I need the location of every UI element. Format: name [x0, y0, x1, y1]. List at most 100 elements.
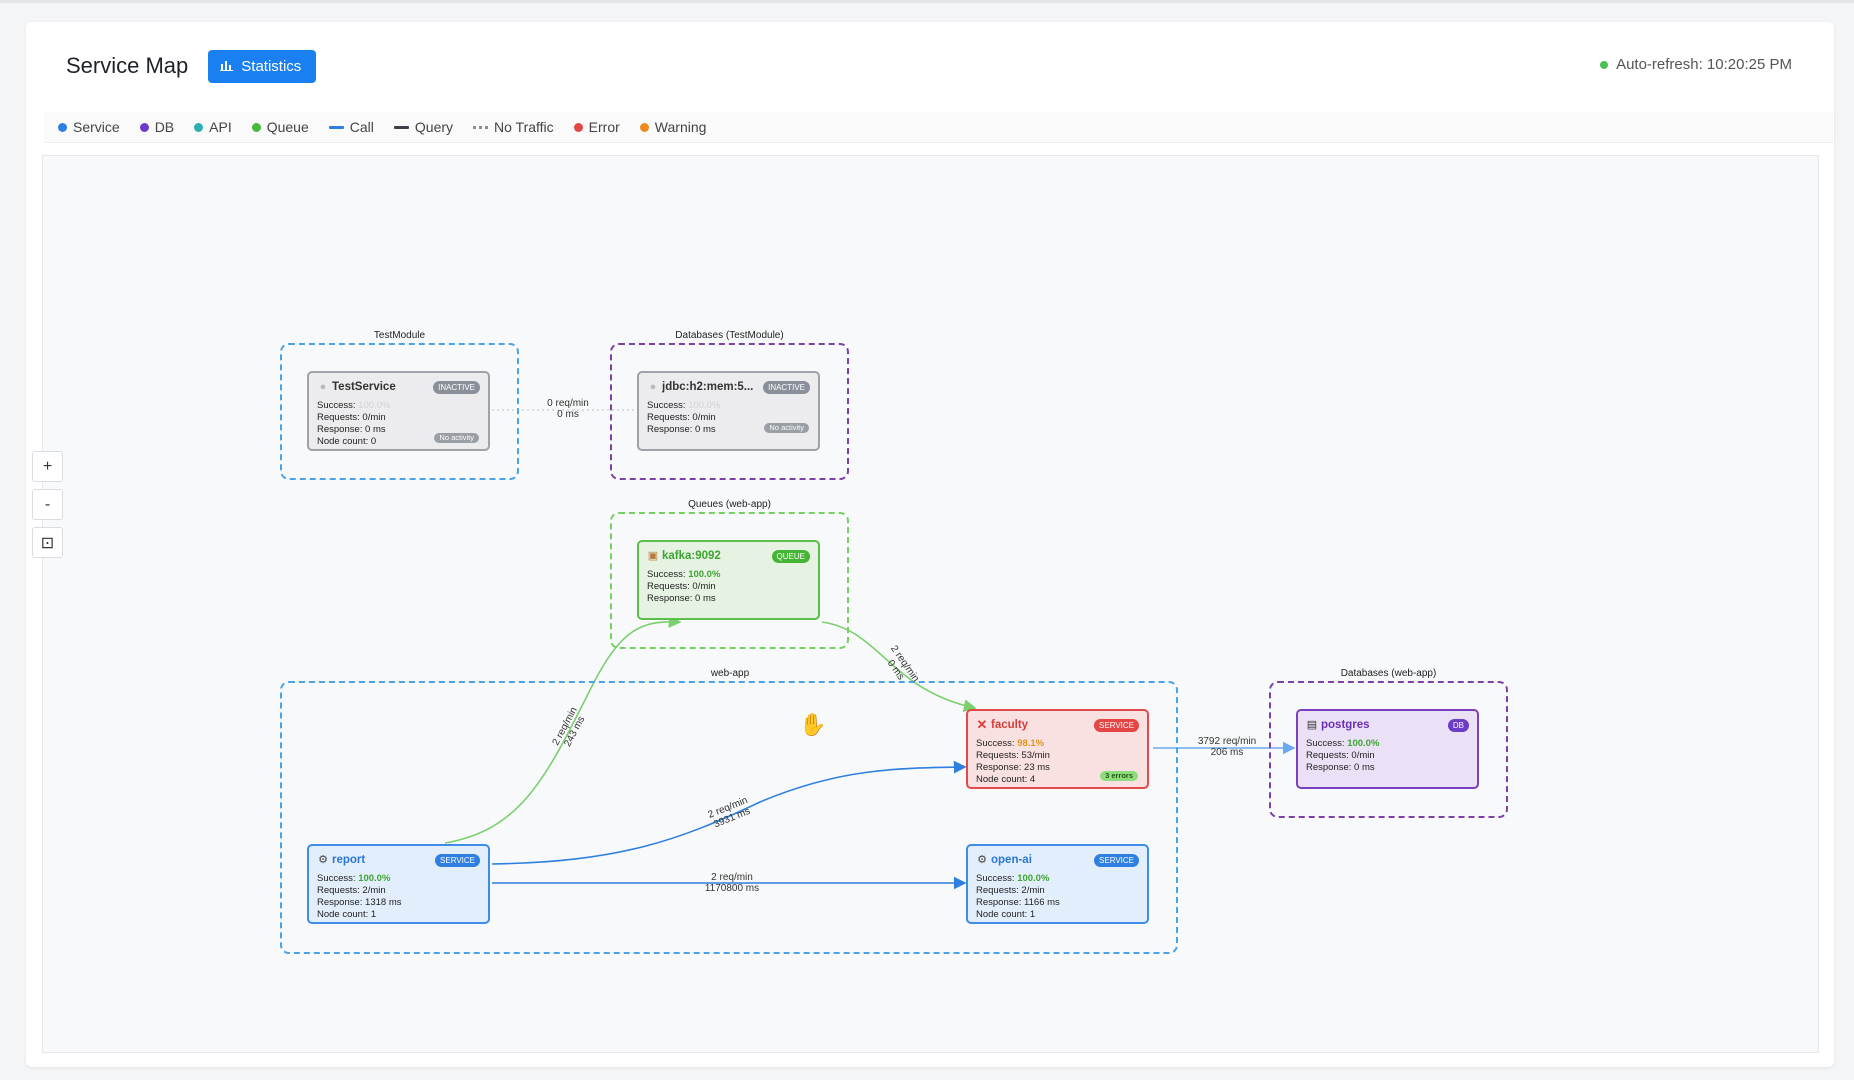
legend-item-query: Query — [393, 119, 454, 135]
requests-metric: Requests: 2/min — [317, 885, 386, 896]
gear-icon: ⚙ — [318, 854, 328, 866]
error-dot-icon — [573, 122, 583, 132]
requests-metric: Requests: 53/min — [976, 750, 1050, 761]
node-count-metric: Node count: 1 — [976, 909, 1036, 920]
node-testservice[interactable]: ● TestService INACTIVE Success: 100.0% R… — [307, 371, 490, 451]
legend-label: Call — [349, 119, 374, 135]
success-metric: Success: 100.0% — [1306, 738, 1469, 750]
legend-label: API — [209, 119, 232, 135]
requests-metric: Requests: 2/min — [976, 885, 1045, 896]
success-value: 100.0% — [1347, 738, 1380, 749]
metric-label: Success: — [317, 873, 356, 884]
node-faculty[interactable]: ✕ faculty SERVICE Success: 98.1% Request… — [966, 709, 1149, 789]
type-badge: SERVICE — [1094, 853, 1139, 867]
edge-kafka-faculty[interactable] — [821, 621, 977, 712]
gear-icon: ⚙ — [977, 854, 987, 866]
query-line-icon — [393, 125, 409, 129]
legend-item-api: API — [194, 119, 232, 135]
success-metric: Success: 100.0% — [317, 873, 480, 885]
node-name: open-ai — [991, 854, 1032, 866]
zoom-in-button[interactable]: + — [32, 451, 63, 482]
legend-label: Warning — [654, 119, 707, 135]
statistics-button[interactable]: Statistics — [208, 49, 317, 83]
response-metric: Response: 0 ms — [647, 593, 716, 604]
legend-item-warning: Warning — [639, 119, 707, 135]
response-metric: Response: 1318 ms — [317, 897, 402, 908]
errors-badge[interactable]: 3 errors — [1100, 771, 1138, 781]
response-metric: Response: 0 ms — [647, 424, 716, 435]
node-header: ✕ faculty SERVICE — [976, 717, 1139, 733]
success-value: 100.0% — [1017, 873, 1050, 884]
node-count-metric: Node count: 4 — [976, 774, 1036, 785]
group-webapp — [280, 681, 1178, 954]
success-metric: Success: 100.0% — [647, 400, 810, 412]
package-icon: ▣ — [647, 550, 659, 562]
node-name: kafka:9092 — [662, 550, 721, 562]
node-kafka[interactable]: ▣ kafka:9092 QUEUE Success: 100.0% Reque… — [637, 540, 820, 620]
page-title: Service Map — [66, 53, 189, 78]
legend-label: No Traffic — [494, 119, 554, 135]
type-badge: DB — [1447, 718, 1469, 732]
success-metric: Success: 100.0% — [317, 400, 480, 412]
node-header: ⚙ open-ai SERVICE — [976, 852, 1139, 868]
success-value: 100.0% — [688, 400, 721, 411]
requests-metric: Requests: 0/min — [647, 581, 716, 592]
metric-label: Success: — [647, 400, 686, 411]
group-label-webapp: web-app — [710, 668, 750, 679]
group-label-testmodule: TestModule — [373, 330, 426, 341]
service-dot-icon — [58, 122, 67, 132]
call-line-icon — [328, 125, 344, 129]
group-databases-webapp — [1269, 681, 1508, 818]
fit-view-button[interactable]: ⊡ — [32, 527, 63, 558]
edge-rate: 3792 req/min — [1197, 736, 1257, 747]
success-metric: Success: 100.0% — [647, 569, 810, 581]
group-testmodule — [280, 343, 519, 480]
success-value: 98.1% — [1017, 738, 1045, 749]
legend-label: Query — [414, 119, 454, 135]
type-badge: SERVICE — [435, 853, 480, 867]
edge-latency: 1170800 ms — [704, 883, 760, 894]
success-metric: Success: 98.1% — [976, 738, 1139, 750]
legend-label: Error — [588, 119, 620, 135]
node-report[interactable]: ⚙ report SERVICE Success: 100.0% Request… — [307, 844, 490, 924]
statistics-label: Statistics — [241, 57, 302, 75]
legend-item-queue: Queue — [251, 119, 309, 135]
live-status-dot-icon — [1600, 60, 1609, 69]
edge-label-faculty-postgres: 3792 req/min 206 ms — [1187, 736, 1267, 758]
node-header: ▣ kafka:9092 QUEUE — [647, 548, 810, 564]
auto-refresh-indicator: Auto-refresh: 10:20:25 PM — [1600, 56, 1792, 73]
legend-item-db: DB — [139, 119, 174, 135]
activity-badge: No activity — [764, 423, 809, 433]
zoom-out-button[interactable]: - — [32, 489, 63, 520]
response-metric: Response: 0 ms — [317, 424, 386, 435]
success-metric: Success: 100.0% — [976, 873, 1139, 885]
warning-dot-icon — [639, 122, 649, 132]
error-x-icon: ✕ — [976, 717, 988, 732]
metric-label: Success: — [1306, 738, 1345, 749]
edge-latency: 206 ms — [1210, 747, 1244, 758]
edge-label-report-openai: 2 req/min 1170800 ms — [692, 872, 772, 894]
metric-label: Success: — [976, 873, 1015, 884]
edge-report-kafka[interactable] — [444, 615, 682, 844]
legend-item-service: Service — [58, 119, 120, 135]
node-postgres[interactable]: ▤ postgres DB Success: 100.0% Requests: … — [1296, 709, 1479, 789]
node-name: TestService — [332, 381, 396, 393]
dotted-line-icon — [473, 125, 489, 129]
node-jdbc[interactable]: ● jdbc:h2:mem:5... INACTIVE Success: 100… — [637, 371, 820, 451]
requests-metric: Requests: 0/min — [1306, 750, 1375, 761]
node-header: ⚙ report SERVICE — [317, 852, 480, 868]
legend-item-call: Call — [328, 119, 374, 135]
node-header: ▤ postgres DB — [1306, 717, 1469, 733]
inactive-circle-icon: ● — [319, 381, 327, 393]
page-header: Service Map Statistics — [66, 46, 317, 86]
node-header: ● TestService INACTIVE — [317, 379, 480, 395]
node-open-ai[interactable]: ⚙ open-ai SERVICE Success: 100.0% Reques… — [966, 844, 1149, 924]
metric-label: Success: — [317, 400, 356, 411]
status-badge: INACTIVE — [433, 380, 480, 394]
legend: Service DB API Queue Call Query No Traff… — [44, 112, 1833, 143]
edge-label-testservice-jdbc: 0 req/min 0 ms — [538, 398, 598, 420]
edge-report-faculty[interactable] — [491, 760, 967, 865]
legend-item-error: Error — [573, 119, 620, 135]
group-label-databases-testmodule: Databases (TestModule) — [675, 330, 784, 341]
node-count-metric: Node count: 0 — [317, 436, 377, 447]
